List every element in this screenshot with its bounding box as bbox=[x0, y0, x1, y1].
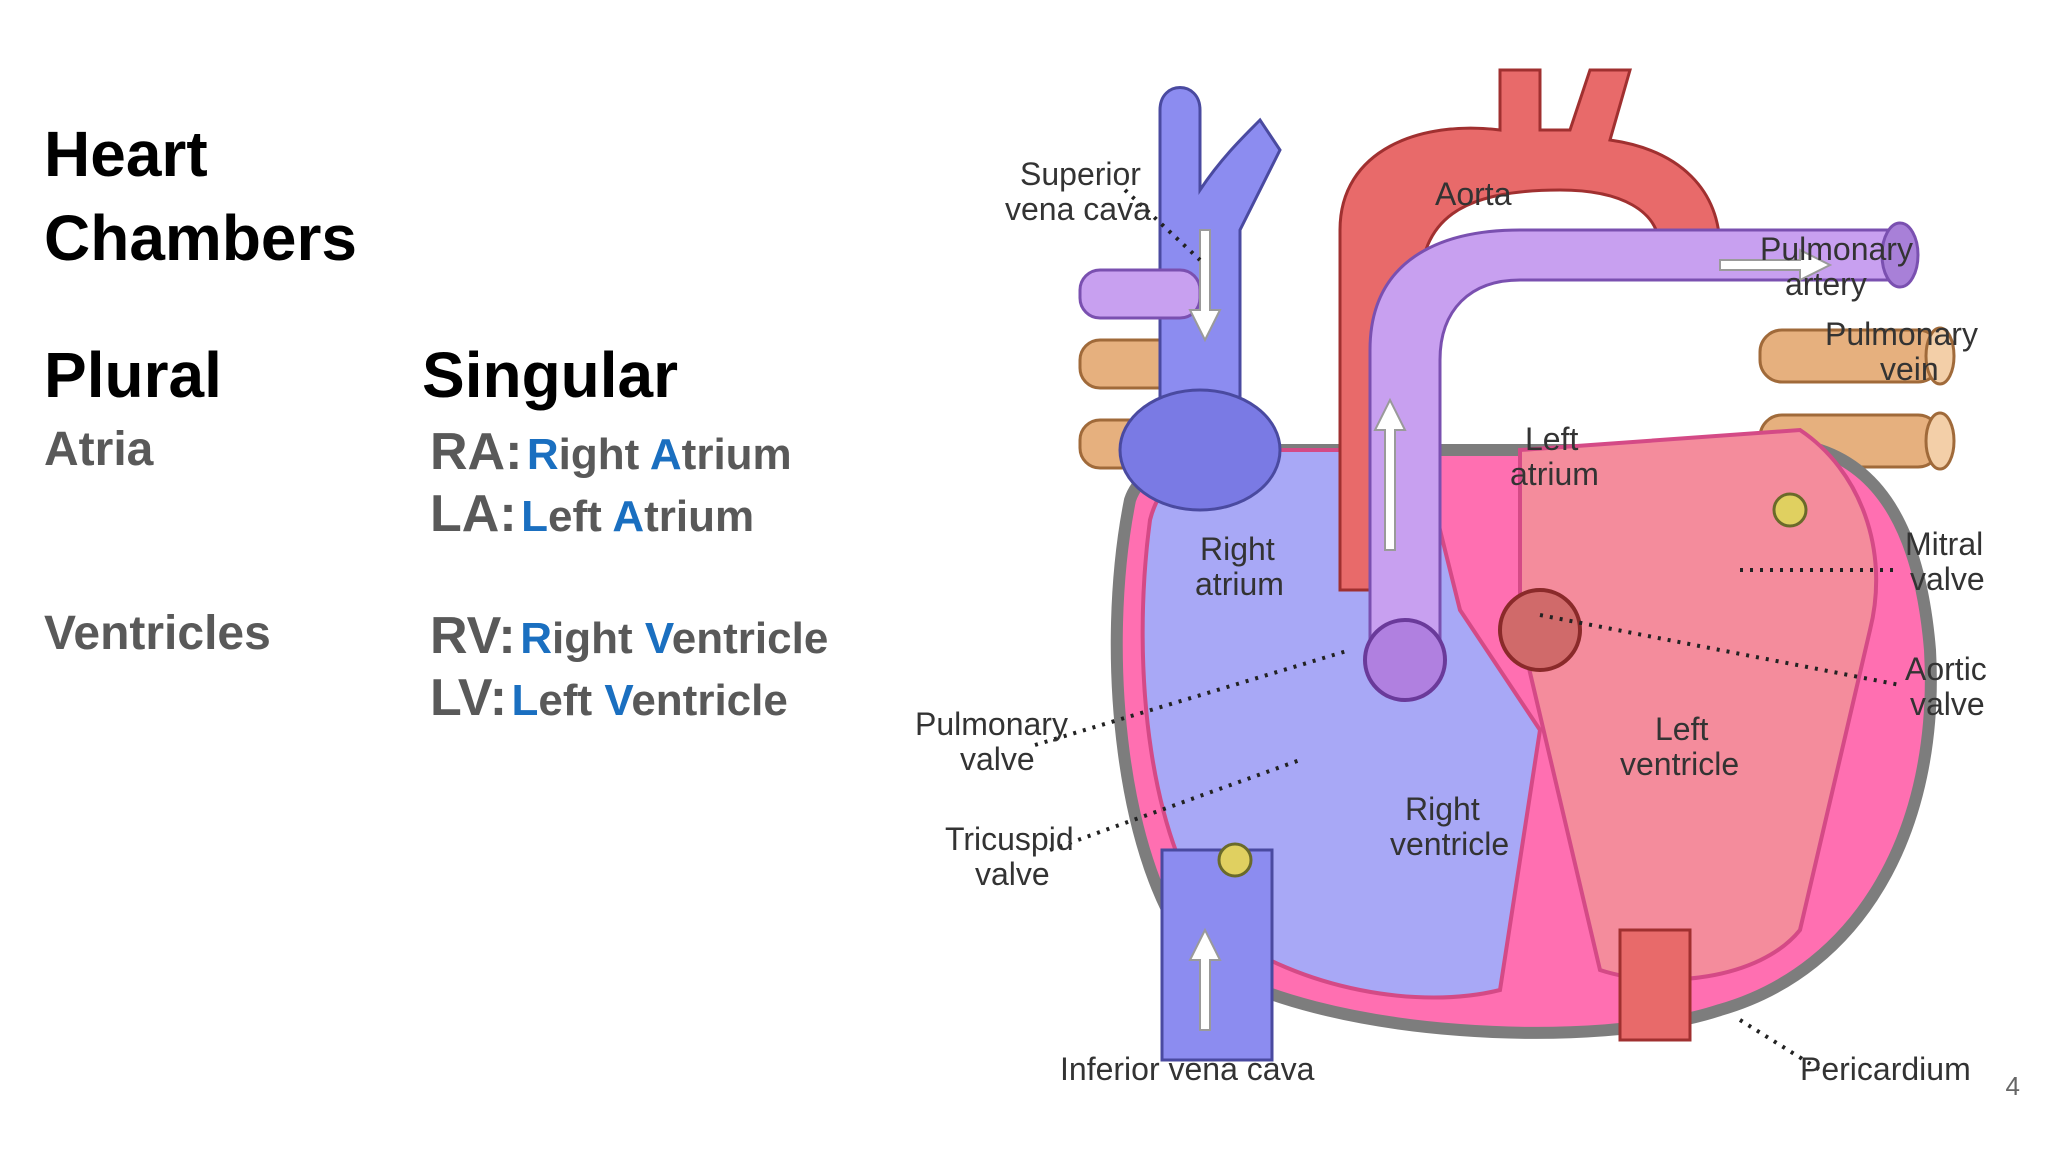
label-tricuspid-valve-2: valve bbox=[975, 856, 1050, 892]
label-pulmonary-valve-1: Pulmonary bbox=[915, 706, 1068, 742]
label-right-atrium-1: Right bbox=[1200, 531, 1275, 567]
initial: V bbox=[604, 676, 632, 725]
abbr-lv: LV: bbox=[430, 669, 508, 727]
label-mitral-valve-2: valve bbox=[1910, 561, 1985, 597]
aortic-valve-shape bbox=[1498, 588, 1582, 672]
label-superior-vena-cava-2: vena cava bbox=[1005, 191, 1151, 227]
abbr-la: LA: bbox=[430, 485, 517, 543]
label-inferior-vena-cava: Inferior vena cava bbox=[1060, 1051, 1315, 1087]
word-rest: ight bbox=[558, 430, 640, 479]
label-mitral-valve-1: Mitral bbox=[1905, 526, 1983, 562]
page-number: 4 bbox=[2005, 1071, 2020, 1101]
word-rest: trium bbox=[644, 492, 755, 541]
flow-arrows bbox=[1188, 229, 1833, 1031]
label-left-ventricle-1: Left bbox=[1655, 711, 1708, 747]
abbr-rv: RV: bbox=[430, 607, 516, 665]
singular-header: Singular bbox=[422, 339, 679, 411]
slide-title: Heart Chambers bbox=[44, 118, 357, 274]
singular-lv: LV: Left Ventricle bbox=[430, 668, 788, 728]
word-rest: trium bbox=[681, 430, 792, 479]
label-left-ventricle-2: ventricle bbox=[1620, 746, 1739, 782]
initial: L bbox=[521, 492, 548, 541]
initial: V bbox=[644, 614, 672, 663]
plural-header: Plural bbox=[44, 339, 222, 411]
label-aorta: Aorta bbox=[1435, 176, 1512, 212]
pulmonary-valve-shape bbox=[1363, 618, 1447, 702]
descending-aorta bbox=[1618, 928, 1692, 1042]
word-rest: ight bbox=[551, 614, 633, 663]
label-right-ventricle-2: ventricle bbox=[1390, 826, 1509, 862]
plural-atria: Atria bbox=[44, 423, 154, 476]
initial: A bbox=[649, 430, 682, 479]
word-rest: entricle bbox=[671, 614, 829, 663]
label-pulmonary-vein-2: vein bbox=[1880, 351, 1939, 387]
label-pulmonary-valve-2: valve bbox=[960, 741, 1035, 777]
label-tricuspid-valve-1: Tricuspid bbox=[945, 821, 1074, 857]
conduction-node bbox=[1217, 842, 1253, 878]
abbr-ra: RA: bbox=[430, 423, 523, 481]
singular-la: LA: Left Atrium bbox=[430, 484, 754, 544]
label-left-atrium-1: Left bbox=[1525, 421, 1578, 457]
leader-lines bbox=[1034, 188, 1901, 1072]
initial: R bbox=[526, 430, 559, 479]
label-right-atrium-2: atrium bbox=[1195, 566, 1284, 602]
label-pulmonary-artery-2: artery bbox=[1785, 266, 1867, 302]
singular-rv: RV: Right Ventricle bbox=[430, 606, 828, 666]
word-rest: eft bbox=[538, 676, 593, 725]
label-pericardium: Pericardium bbox=[1800, 1051, 1971, 1087]
word-rest: eft bbox=[547, 492, 602, 541]
label-aortic-valve-2: valve bbox=[1910, 686, 1985, 722]
label-left-atrium-2: atrium bbox=[1510, 456, 1599, 492]
conduction-node bbox=[1772, 492, 1808, 528]
label-aortic-valve-1: Aortic bbox=[1905, 651, 1987, 687]
aorta bbox=[1338, 68, 1722, 592]
label-pulmonary-vein-1: Pulmonary bbox=[1825, 316, 1978, 352]
word-rest: entricle bbox=[631, 676, 788, 725]
superior-vena-cava bbox=[1158, 86, 1282, 452]
singular-ra: RA: Right Atrium bbox=[430, 422, 792, 482]
initial: L bbox=[511, 676, 539, 725]
plural-ventricles: Ventricles bbox=[44, 607, 271, 660]
initial: R bbox=[520, 614, 552, 663]
heart-diagram: Superior vena cava Aorta Pulmonary arter… bbox=[915, 68, 1987, 1087]
label-superior-vena-cava-1: Superior bbox=[1020, 156, 1141, 192]
label-right-ventricle-1: Right bbox=[1405, 791, 1480, 827]
initial: A bbox=[612, 492, 645, 541]
label-pulmonary-artery-1: Pulmonary bbox=[1760, 231, 1913, 267]
